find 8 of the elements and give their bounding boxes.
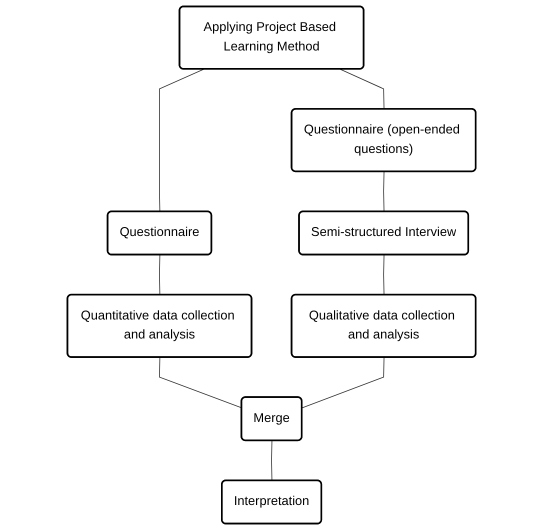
connector — [160, 254, 161, 296]
connector — [384, 171, 385, 212]
connector — [160, 357, 243, 408]
connector — [302, 357, 385, 408]
connector — [384, 254, 385, 296]
connector — [160, 68, 204, 212]
connector — [340, 68, 385, 110]
connector — [272, 440, 273, 482]
